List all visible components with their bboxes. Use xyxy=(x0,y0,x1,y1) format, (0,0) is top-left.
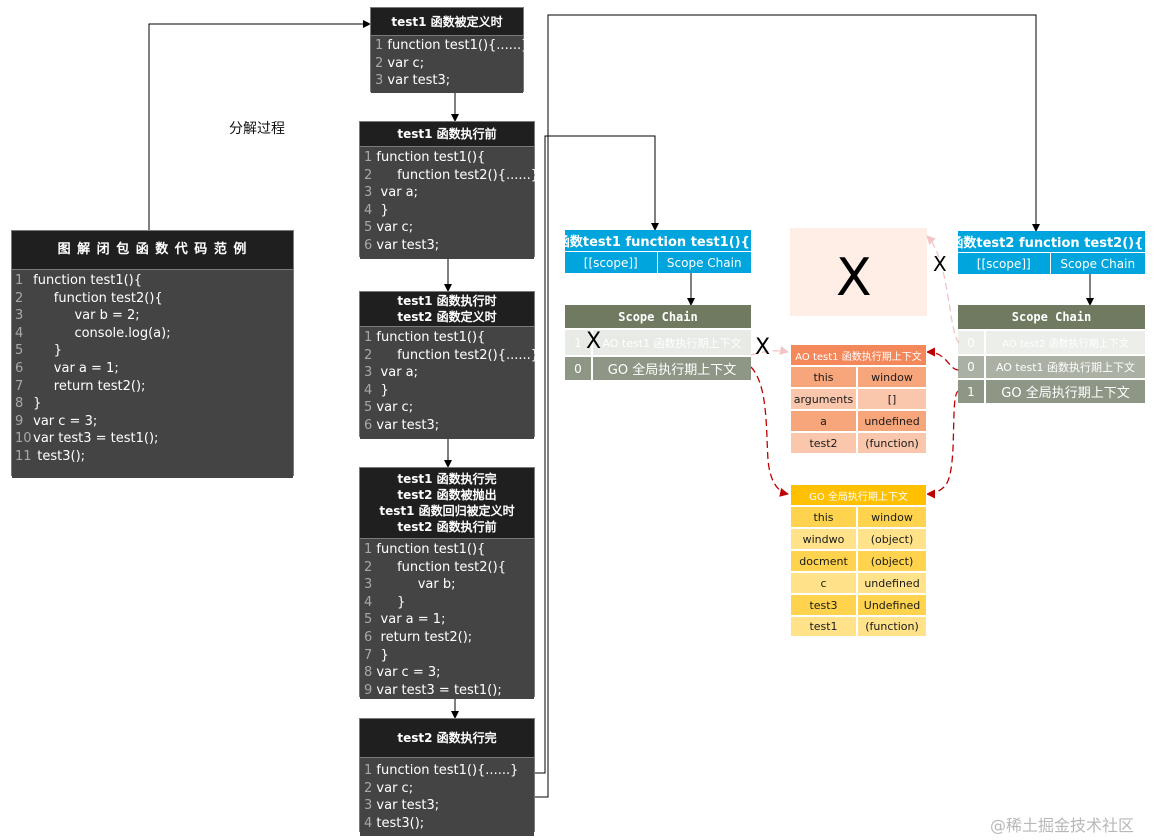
code-line: 4 } xyxy=(364,202,389,218)
decompose-label: 分解过程 xyxy=(229,121,285,137)
code-line: 3 var test3; xyxy=(375,73,451,89)
code-line: 1 function test1(){......} xyxy=(375,38,530,53)
stage1-code-box: test1 函数被定义时 1 function test1(){......} … xyxy=(370,7,530,93)
code-line: 1 function test1(){ xyxy=(364,542,486,557)
stage4-code-box: test1 函数执行完 test2 函数被抛出 test1 函数回归被定义时 t… xyxy=(359,467,535,699)
scope-chain-2-row-removed: 0 AO test2 函数执行期上下文 xyxy=(958,331,1145,354)
code-line: 5 var c; xyxy=(364,220,414,236)
scope-chain-1: Scope Chain 1 AO test1 函数执行期上下文 0 GO 全局执… xyxy=(565,305,751,380)
code-line: 4 } xyxy=(364,382,389,398)
code-line: 2 function test2(){ xyxy=(15,290,163,306)
stage2-code-box: test1 函数执行前 1 function test1(){ 2 functi… xyxy=(359,121,540,259)
ao-test1-title: AO test1 函数执行期上下文 xyxy=(790,344,927,366)
code-line: 9 var c = 3; xyxy=(15,413,98,429)
ref-chain2-to-ao xyxy=(926,347,960,371)
scope-chain-2-row: 0 AO test1 函数执行期上下文 xyxy=(958,356,1145,378)
code-line: 6 var test3; xyxy=(364,417,440,433)
code-line: 6 return test2(); xyxy=(364,629,473,645)
code-line: 6 var test3; xyxy=(364,237,440,253)
go-title: GO 全局执行期上下文 xyxy=(790,484,927,506)
code-line: 1 function test1(){ xyxy=(15,273,143,288)
code-line: 2 var c; xyxy=(364,780,414,796)
code-line: 4 console.log(a); xyxy=(15,325,171,341)
func2-scope-cell: [[scope]] xyxy=(958,252,1051,274)
code-line: 2 var c; xyxy=(375,55,425,71)
code-line: 1 function test1(){ xyxy=(364,330,486,345)
code-line: 11 test3(); xyxy=(15,448,86,464)
x-mark-large: X xyxy=(836,248,872,308)
code-line: 8 } xyxy=(15,396,42,412)
code-line: 3 var test3; xyxy=(364,798,440,814)
example-title: 图 解 闭 包 函 数 代 码 范 例 xyxy=(12,231,293,270)
stage1-title: test1 函数被定义时 xyxy=(371,8,523,36)
func1-chain-cell: Scope Chain xyxy=(657,251,751,273)
ao-test1-table: AO test1 函数执行期上下文 this window arguments … xyxy=(790,344,927,455)
x-mark-chain2: X xyxy=(933,252,947,276)
scope-chain-2: Scope Chain 0 AO test2 函数执行期上下文 0 AO tes… xyxy=(958,305,1145,405)
code-line: 10 var test3 = test1(); xyxy=(15,431,159,447)
stage5-code-box: test2 函数执行完 1 function test1(){......} 2… xyxy=(359,718,535,836)
func2-title: 函数test2 function test2(){} xyxy=(950,231,1153,252)
func2-scope-box: 函数test2 function test2(){} [[scope]] Sco… xyxy=(950,231,1153,274)
code-line: 7 return test2(); xyxy=(15,378,146,394)
code-line: 2 function test2(){......} xyxy=(364,167,540,183)
code-line: 3 var b; xyxy=(364,577,456,593)
code-line: 4 test3(); xyxy=(364,815,425,831)
scope-chain-1-row-removed: 1 AO test1 函数执行期上下文 xyxy=(565,330,751,355)
func2-chain-cell: Scope Chain xyxy=(1050,252,1145,274)
scope-chain-2-row: 1 GO 全局执行期上下文 xyxy=(958,380,1145,403)
func1-scope-box: 函数test1 function test1(){} [[scope]] Sco… xyxy=(557,230,759,273)
ref-chain1-to-go xyxy=(750,366,789,497)
code-line: 2 function test2(){ xyxy=(364,559,506,575)
stage3-title: test1 函数执行时 test2 函数定义时 xyxy=(360,292,534,327)
go-table: GO 全局执行期上下文 this window windwo (object) … xyxy=(790,484,927,637)
scope-chain-2-head: Scope Chain xyxy=(958,305,1145,329)
x-mark-ao-link: X xyxy=(755,335,771,360)
code-line: 3 var a; xyxy=(364,365,419,381)
example-code-box: 图 解 闭 包 函 数 代 码 范 例 1 function test1(){ … xyxy=(11,230,294,478)
ref-chain2-to-go xyxy=(926,390,960,499)
code-line: 1 function test1(){......} xyxy=(364,763,519,778)
code-line: 5 var c; xyxy=(364,400,414,416)
code-line: 6 var a = 1; xyxy=(15,360,119,376)
code-line: 7 } xyxy=(364,647,389,663)
stage3-code-box: test1 函数执行时 test2 函数定义时 1 function test1… xyxy=(359,291,540,439)
code-line: 3 var a; xyxy=(364,185,419,201)
scope-chain-1-head: Scope Chain xyxy=(565,305,751,328)
func1-scope-cell: [[scope]] xyxy=(565,251,658,273)
arrow-stage5-to-func2 xyxy=(535,14,1040,798)
stage4-title: test1 函数执行完 test2 函数被抛出 test1 函数回归被定义时 t… xyxy=(360,468,534,539)
code-line: 5 } xyxy=(15,343,63,359)
stage2-title: test1 函数执行前 xyxy=(360,122,534,147)
scope-chain-1-row: 0 GO 全局执行期上下文 xyxy=(565,357,751,380)
code-line: 5 var a = 1; xyxy=(364,612,446,628)
ao-test2-destroyed xyxy=(790,228,927,316)
example-code: 1 function test1(){ 2 function test2(){ … xyxy=(12,270,293,478)
code-line: 9 var test3 = test1(); xyxy=(364,682,502,698)
code-line: 8 var c = 3; xyxy=(364,665,441,681)
watermark: @稀土掘金技术社区 xyxy=(990,816,1135,835)
stage5-title: test2 函数执行完 xyxy=(360,719,534,758)
code-line: 3 var b = 2; xyxy=(15,308,140,324)
code-line: 4 } xyxy=(364,594,406,610)
code-line: 1 function test1(){ xyxy=(364,150,486,165)
code-line: 2 function test2(){......} xyxy=(364,347,540,363)
func1-title: 函数test1 function test1(){} xyxy=(557,230,759,251)
x-mark-chain1: X xyxy=(586,329,602,354)
